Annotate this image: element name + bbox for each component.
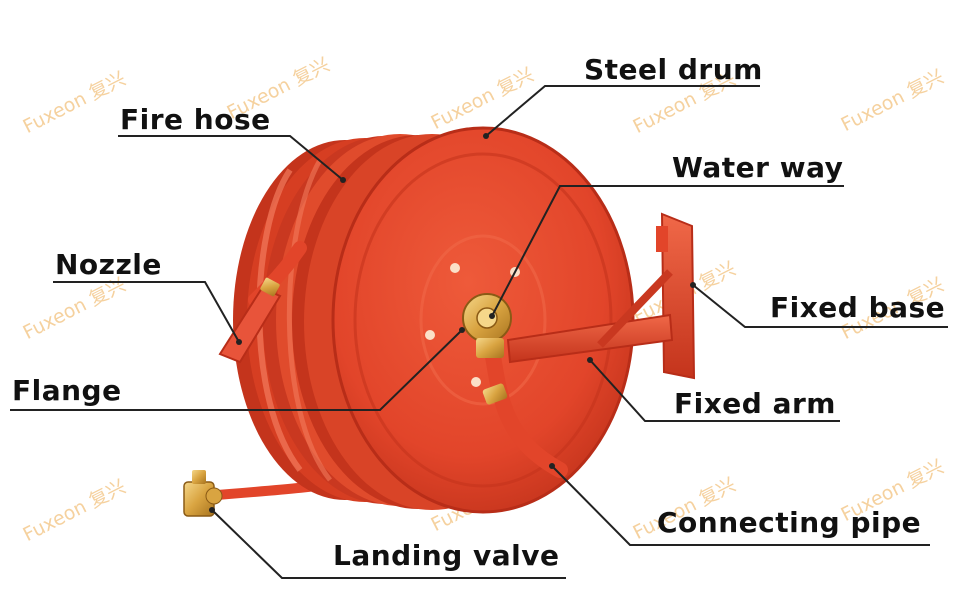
connecting-pipe: [484, 342, 568, 478]
bolt: [471, 377, 481, 387]
label-steel-drum: Steel drum: [584, 53, 763, 86]
label-nozzle: Nozzle: [55, 248, 162, 281]
fixed-base-tab: [656, 226, 668, 252]
label-landing-valve: Landing valve: [333, 539, 560, 572]
bolt: [450, 263, 460, 273]
leader-fire-hose: [118, 135, 344, 181]
leader-water-way: [491, 185, 844, 317]
water-way-fitting: [476, 338, 504, 358]
drum-ring: [419, 234, 547, 406]
leader-nozzle: [53, 281, 240, 343]
leader-landing-valve: [211, 509, 566, 579]
label-fire-hose: Fire hose: [120, 103, 271, 136]
landing-valve-outlet: [205, 487, 223, 505]
drum-ring: [353, 152, 613, 488]
label-water-way: Water way: [672, 151, 844, 184]
label-connecting-pipe: Connecting pipe: [657, 506, 922, 539]
leader-lines: [10, 85, 948, 579]
leader-fixed-arm: [589, 359, 840, 422]
pipe-coupling: [482, 383, 508, 405]
leader-fixed-base: [692, 284, 948, 328]
leader-steel-drum: [485, 85, 760, 137]
leader-connecting-pipe: [551, 465, 930, 546]
leader-flange: [10, 329, 463, 411]
arm-brace: [597, 269, 673, 348]
hose-wrap-highlight: [286, 158, 332, 482]
landing-valve-stem: [192, 470, 206, 484]
bolt: [425, 330, 435, 340]
label-fixed-base: Fixed base: [770, 291, 946, 324]
label-flange: Flange: [12, 374, 122, 407]
label-fixed-arm: Fixed arm: [674, 387, 836, 420]
nozzle-brass-tip: [260, 277, 280, 297]
